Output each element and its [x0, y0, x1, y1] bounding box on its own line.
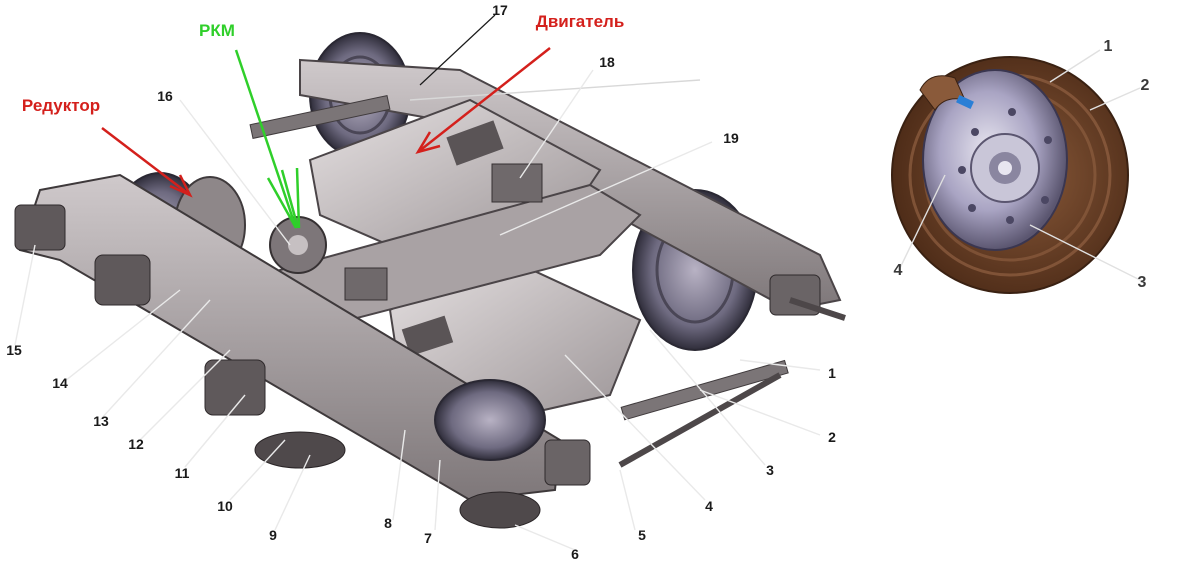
- callout-17: 17: [492, 2, 508, 18]
- callout-12: 12: [128, 436, 144, 452]
- leader-lines: [14, 69, 821, 551]
- wheel-callout-3: 3: [1137, 274, 1147, 291]
- callout-10: 10: [217, 498, 233, 514]
- caption-rkm: РКМ: [199, 21, 235, 40]
- callout-9: 9: [269, 527, 277, 543]
- wheel-front-right: [434, 379, 546, 461]
- caption-motor: Двигатель: [535, 12, 625, 31]
- green-pointer-lines: [234, 49, 301, 229]
- callout-11: 11: [174, 465, 190, 481]
- callout-8: 8: [384, 515, 392, 531]
- callout-15: 15: [6, 342, 22, 358]
- callout-6: 6: [571, 546, 579, 562]
- red-arrows: [101, 47, 551, 198]
- wheel-detail: [891, 49, 1141, 294]
- callout-3: 3: [766, 462, 774, 478]
- callout-16: 16: [157, 88, 173, 104]
- callout-5: 5: [638, 527, 646, 543]
- callout-19: 19: [723, 130, 739, 146]
- wheel-callout-1: 1: [1103, 38, 1113, 55]
- callout-7: 7: [424, 530, 432, 546]
- wheel-callout-2: 2: [1140, 77, 1150, 94]
- callout-1: 1: [828, 365, 836, 381]
- blue-clip: [956, 94, 974, 110]
- wheel-callout-4: 4: [893, 262, 903, 279]
- caption-reducer: Редуктор: [21, 96, 101, 115]
- callout-18: 18: [599, 54, 615, 70]
- bogie: [14, 32, 846, 529]
- callout-14: 14: [52, 375, 68, 391]
- callout-4: 4: [705, 498, 713, 514]
- callout-13: 13: [93, 413, 109, 429]
- callout-2: 2: [828, 429, 836, 445]
